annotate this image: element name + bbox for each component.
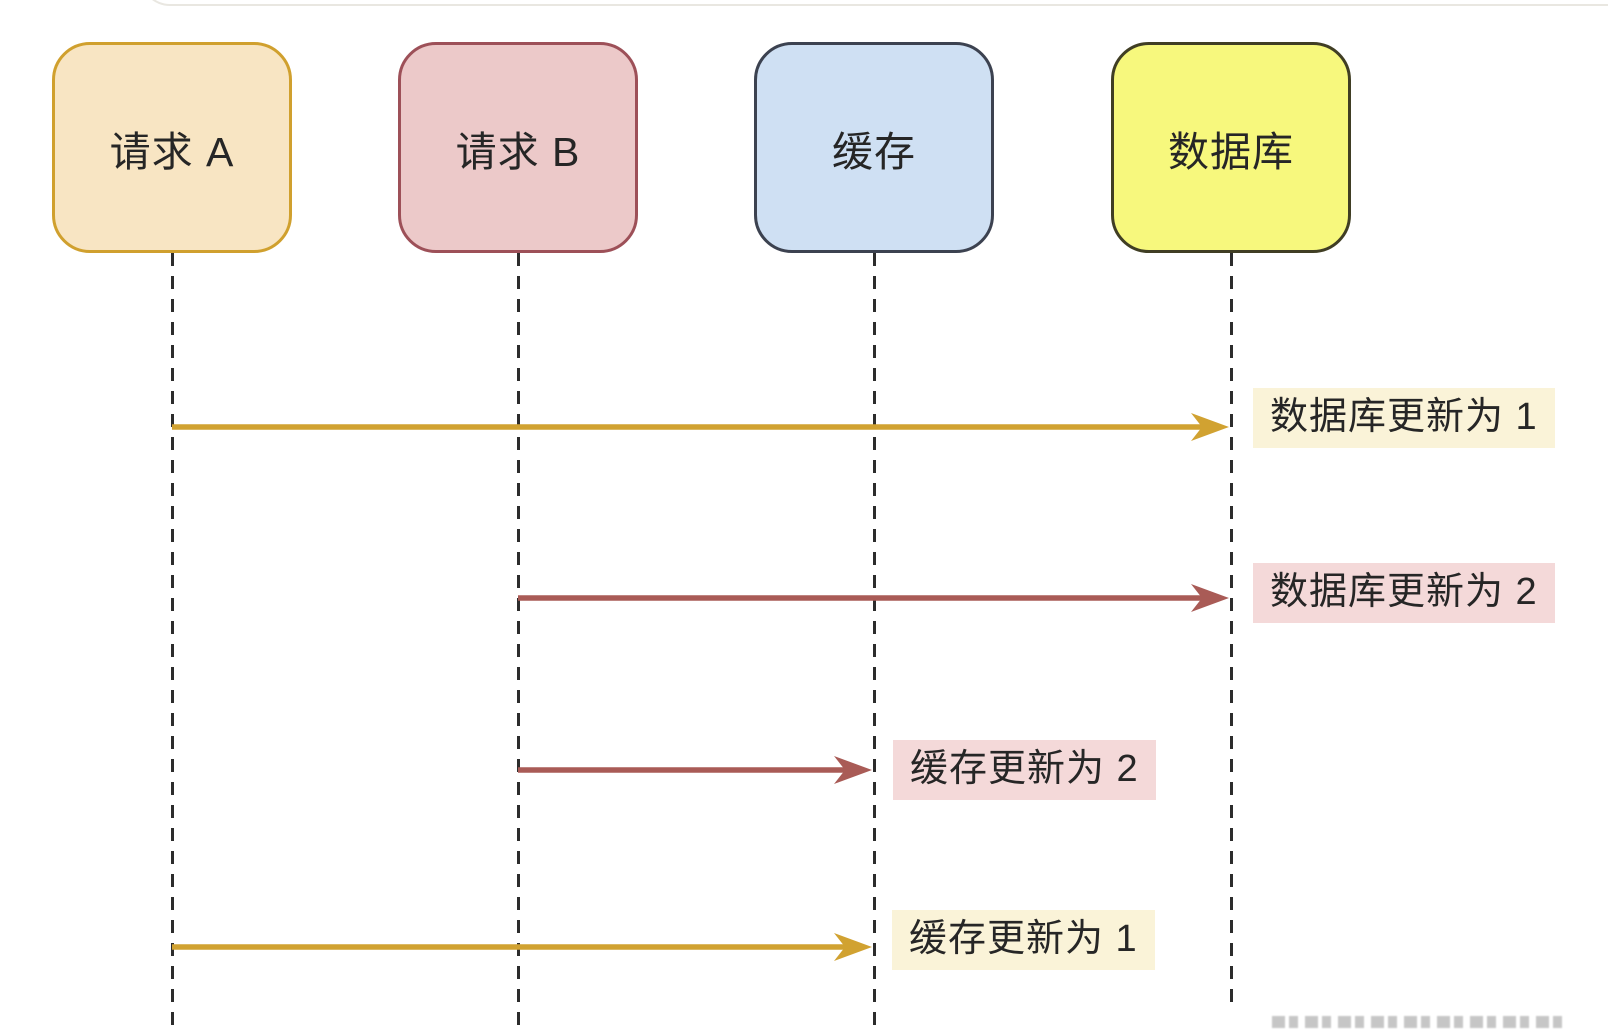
cropped-top-edge-artifact	[140, 0, 1608, 6]
lifeline-req-b	[516, 253, 520, 1031]
actor-box-req-b: 请求 B	[398, 42, 638, 253]
actor-label-req-b: 请求 B	[455, 128, 581, 175]
actor-label-req-a: 请求 A	[109, 128, 235, 175]
actor-label-db: 数据库	[1168, 128, 1294, 175]
message-arrowhead-1	[1191, 413, 1229, 441]
message-label-3: 缓存更新为 2	[893, 740, 1156, 800]
lifeline-req-a	[170, 253, 174, 1031]
actor-label-cache: 缓存	[832, 128, 916, 175]
actor-box-req-a: 请求 A	[52, 42, 292, 253]
message-arrowhead-4	[834, 933, 872, 961]
message-arrowhead-3	[834, 756, 872, 784]
message-arrowhead-2	[1191, 584, 1229, 612]
message-label-1: 数据库更新为 1	[1253, 388, 1555, 448]
actor-box-cache: 缓存	[754, 42, 994, 253]
clipped-watermark-fragment	[1272, 1016, 1564, 1028]
message-label-2: 数据库更新为 2	[1253, 563, 1555, 623]
lifeline-db	[1229, 253, 1233, 1012]
lifeline-cache	[872, 253, 876, 1031]
actor-box-db: 数据库	[1111, 42, 1351, 253]
message-label-4: 缓存更新为 1	[892, 910, 1155, 970]
